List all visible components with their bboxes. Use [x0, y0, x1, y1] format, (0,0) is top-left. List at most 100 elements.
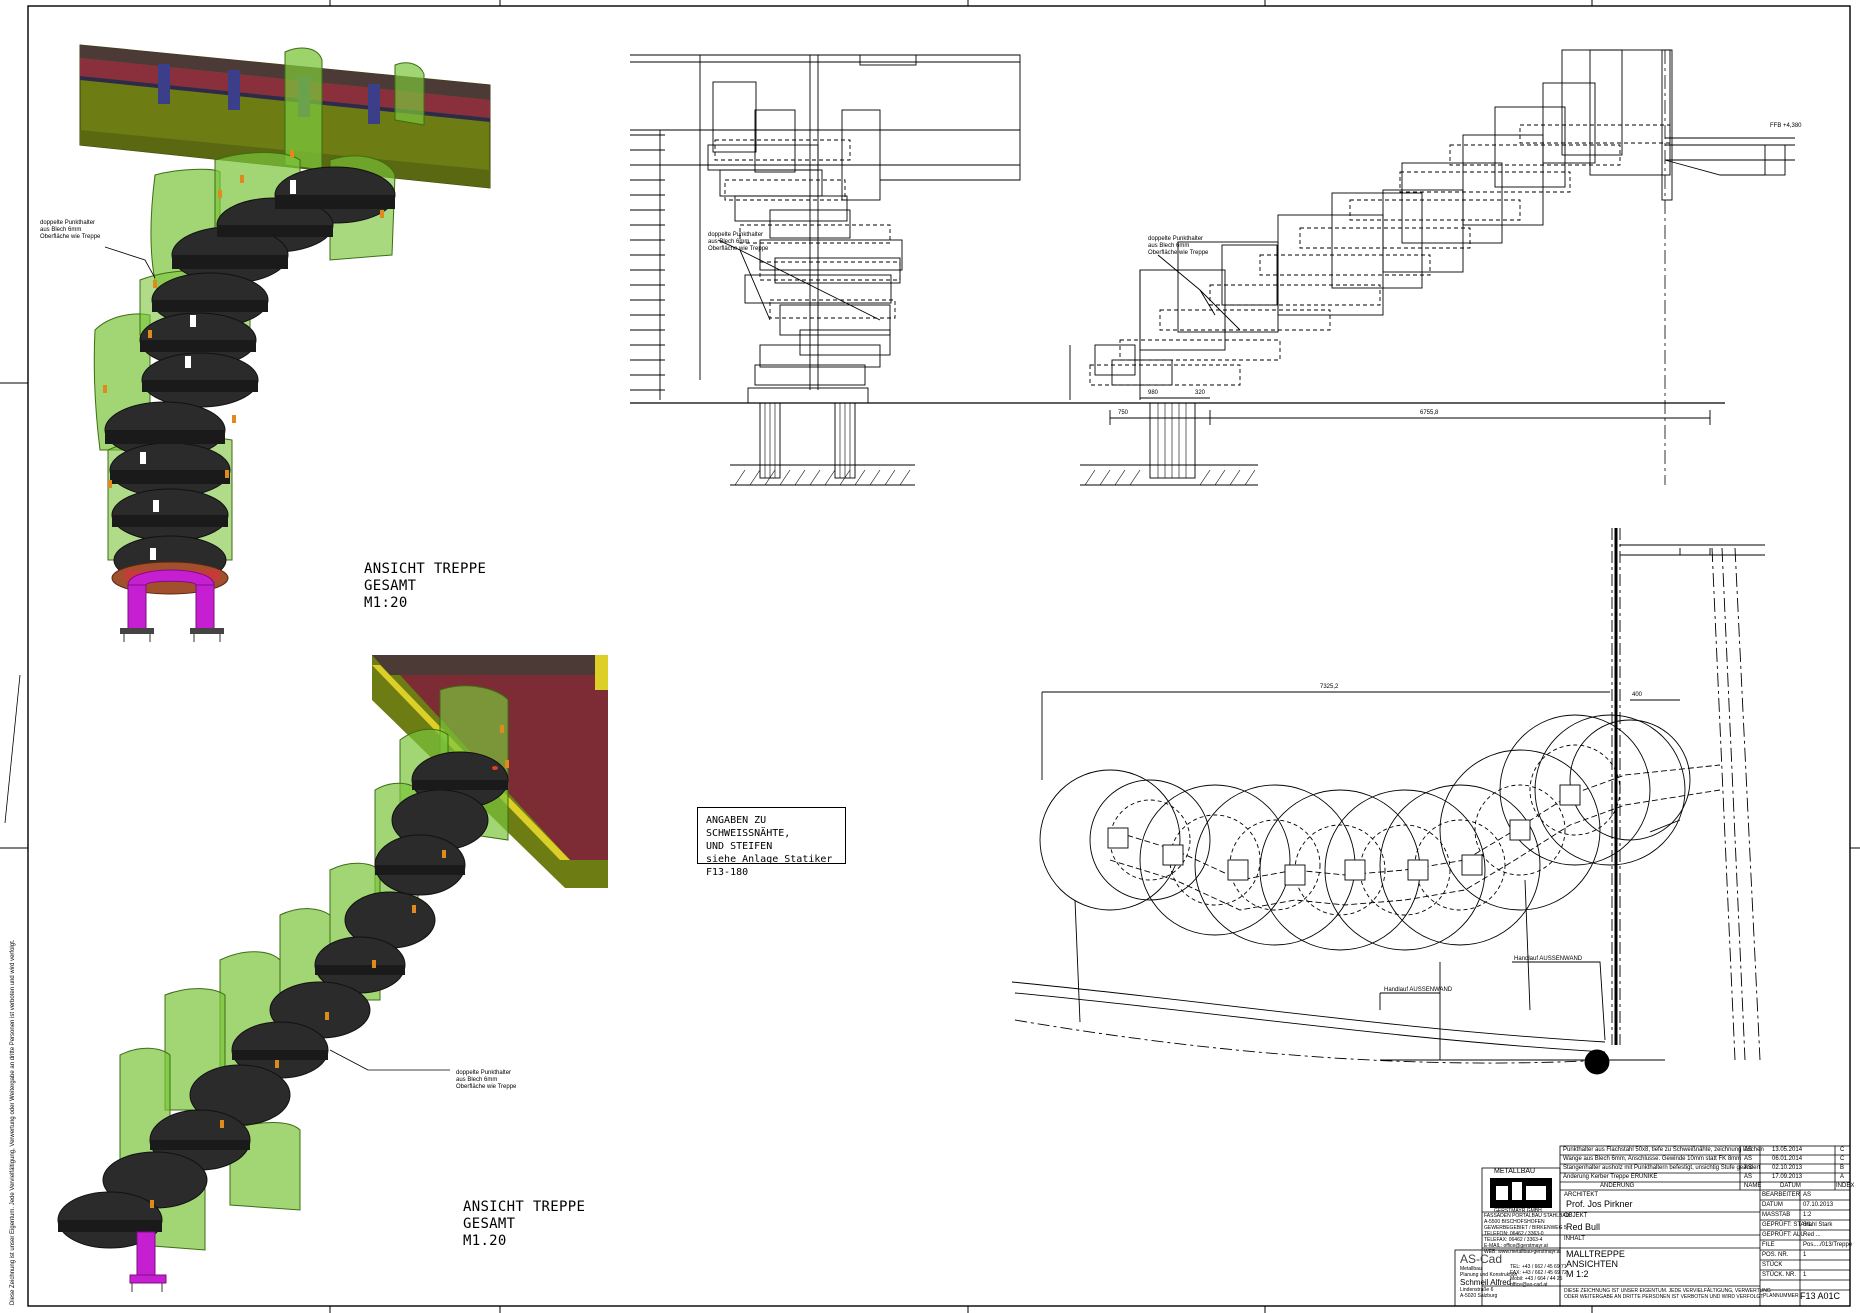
revision-header: DATUM [1780, 1183, 1801, 1189]
address-line: GEWERBEGEBIET / BIRKENWEG 5 [1484, 1225, 1567, 1231]
revision-header: NAME [1744, 1183, 1762, 1189]
field-key: GEPRÜFT: STAHL [1762, 1222, 1813, 1228]
title-block-frame [1454, 1145, 1851, 1307]
revision-index: B [1840, 1165, 1845, 1171]
note-line: Oberfläche wie Treppe [40, 234, 101, 240]
inhalt-label: INHALT [1564, 1236, 1585, 1242]
field-value: 1:2 [1803, 1212, 1812, 1218]
revision-date: 02.10.2013 [1772, 1165, 1803, 1171]
field-key: DATUM [1762, 1202, 1783, 1208]
revision-row: Stangenhalter ausholz mit Punkthaltern b… [1563, 1165, 1760, 1171]
bottom-view-title-line: M1.20 [463, 1233, 507, 1249]
plan-view [1011, 528, 1765, 1075]
top-view-title: ANSICHT TREPPE GESAMT M1:20 [364, 561, 486, 612]
company-logo [1490, 1178, 1552, 1208]
field-value: Stahl Stark [1803, 1222, 1833, 1228]
sheet-border [27, 5, 1851, 1307]
planummer-value: F13 A01C [1800, 1291, 1841, 1301]
revision-row: Änderung Kerber Treppe ERÜNIKE [1563, 1174, 1657, 1180]
inhalt-line: MALLTREPPE [1566, 1249, 1625, 1259]
field-key: BEARBEITER [1762, 1192, 1801, 1198]
address-line: TELEFAX: 06462 / 3363-4 [1484, 1237, 1543, 1243]
revision-date: 13.05.2014 [1772, 1147, 1803, 1153]
inhalt-value: MALLTREPPE ANSICHTEN M 1:2 [1566, 1249, 1625, 1279]
plan-handlauf-1: Handlauf AUSSENWAND [1514, 956, 1583, 962]
inhalt-line: M 1:2 [1566, 1269, 1589, 1279]
fold-mark [4, 674, 21, 824]
ascad-contact-line: Mobil: +43 / 664 / 44 25 [1510, 1276, 1563, 1282]
revision-by: AS [1744, 1156, 1753, 1162]
bottom-view-title-line: GESAMT [463, 1216, 516, 1232]
ascad-line: Metallbau [1460, 1266, 1482, 1272]
note-line: Oberfläche wie Treppe [456, 1084, 517, 1090]
ascad-address: Metallbau Planung und Konstruktion Schme… [1460, 1266, 1517, 1299]
address-line: A-5500 BISCHOFSHOFEN [1484, 1219, 1545, 1225]
elevation-view [630, 49, 1795, 486]
inhalt-line: ANSICHTEN [1566, 1259, 1619, 1269]
plan-dim-right: 400 [1632, 692, 1643, 698]
top-holder-note: doppelte Punkthalter aus Blech 6mm Oberf… [40, 220, 100, 241]
architekt-label: ARCHITEKT [1564, 1192, 1599, 1198]
revision-by: AS [1744, 1147, 1753, 1153]
field-key: POS. NR. [1762, 1252, 1789, 1258]
revision-text: Punkthalter aus Flachstahl 50x8, tiefe z… [1563, 1147, 1764, 1153]
field-key: MASSTAB [1762, 1212, 1791, 1218]
revision-text: Änderung Kerber Treppe ERÜNIKE [1563, 1174, 1658, 1180]
purple-support [129, 1231, 167, 1284]
field-value: 1 [1803, 1272, 1807, 1278]
top-3d-view [79, 44, 491, 642]
ascad-contact-line: office@as-cad.at [1510, 1282, 1548, 1288]
architekt-value: Prof. Jos Pirkner [1566, 1199, 1633, 1209]
weld-note-line: UND STEIFEN [706, 841, 773, 852]
ascad-logo: AS-Cad [1460, 1252, 1503, 1266]
field-value: 07.10.2013 [1803, 1202, 1834, 1208]
revision-row: Wange aus Blech 6mm, Anschlusse. Gewinde… [1563, 1156, 1741, 1162]
field-key: FILE [1762, 1242, 1775, 1248]
objekt-label: OBJEKT [1564, 1213, 1588, 1219]
elev-dim-b: 980 [1148, 390, 1159, 396]
elev-level: FFB +4,380 [1770, 123, 1802, 129]
top-view-title-line: ANSICHT TREPPE [364, 561, 487, 577]
revision-index: C [1840, 1147, 1845, 1153]
note-line: Oberfläche wie Treppe [708, 246, 769, 252]
revision-row: Punkthalter aus Flachstahl 50x8, tiefe z… [1563, 1147, 1764, 1153]
ascad-line: Lindenstraße 6 [1460, 1287, 1494, 1293]
company-sub: GERSTMAYR GMBH [1494, 1208, 1542, 1214]
revision-by: AS [1744, 1165, 1753, 1171]
column-marker [1584, 1049, 1610, 1075]
note-line: aus Blech 6mm [708, 239, 750, 245]
ascad-line: Planung und Konstruktion [1460, 1272, 1518, 1278]
note-line: aus Blech 6mm [456, 1077, 498, 1083]
ascad-contact-line: FAX: +43 / 662 / 45 69 72 [1510, 1270, 1567, 1276]
ascad-contact-line: TEL: +43 / 662 / 45 69 71 [1510, 1264, 1567, 1270]
disclaimer: DIESE ZEICHNUNG IST UNSER EIGENTUM. JEDE… [1564, 1288, 1771, 1300]
ascad-line: Schmeil Alfred [1460, 1278, 1512, 1287]
company-address: FASSADEN PORTALBAU STAHLBAU A-5500 BISCH… [1484, 1213, 1569, 1255]
company-name: METALLBAU [1494, 1168, 1536, 1175]
bottom-view-title: ANSICHT TREPPE GESAMT M1.20 [463, 1199, 585, 1250]
weld-note-box: ANGABEN ZU SCHWEISSNÄHTE, UND STEIFEN si… [697, 807, 846, 878]
side-copyright-note: Diese Zeichnung ist unser Eigentum. Jede… [10, 939, 16, 1305]
disclaimer-line: ODER WEITERGABE AN DRITTE PERSONEN IST V… [1564, 1294, 1765, 1300]
bottom-view-title-line: ANSICHT TREPPE [463, 1199, 586, 1215]
elev-dim-bottom: 6755,8 [1420, 410, 1439, 416]
note-line: aus Blech 6mm [1148, 243, 1190, 249]
ascad-contact: TEL: +43 / 662 / 45 69 71 FAX: +43 / 662… [1510, 1264, 1567, 1288]
objekt-value: Red Bull [1566, 1222, 1601, 1232]
field-key: STÜCK [1762, 1262, 1783, 1268]
note-line: doppelte Punkthalter [40, 220, 96, 226]
revision-index: C [1840, 1156, 1845, 1162]
field-value: 1 [1803, 1252, 1807, 1258]
field-key: GEPRÜFT: ALU [1762, 1232, 1805, 1238]
weld-note-line: ANGABEN ZU SCHWEISSNÄHTE, [706, 815, 791, 839]
elev-left-holder-note: doppelte Punkthalter aus Blech 6mm Oberf… [708, 232, 768, 253]
address-line: E-MAIL: office@gerstmayr.at [1484, 1243, 1548, 1249]
ruler-ticks [329, 0, 1593, 1313]
disclaimer-line: DIESE ZEICHNUNG IST UNSER EIGENTUM. JEDE… [1564, 1288, 1771, 1294]
planummer-label: PLANNUMMER [1763, 1293, 1799, 1299]
revision-date: 06.01.2014 [1772, 1156, 1803, 1162]
top-view-title-line: M1:20 [364, 595, 408, 611]
revision-by: AS [1744, 1174, 1753, 1180]
elev-dim-a: 750 [1118, 410, 1129, 416]
